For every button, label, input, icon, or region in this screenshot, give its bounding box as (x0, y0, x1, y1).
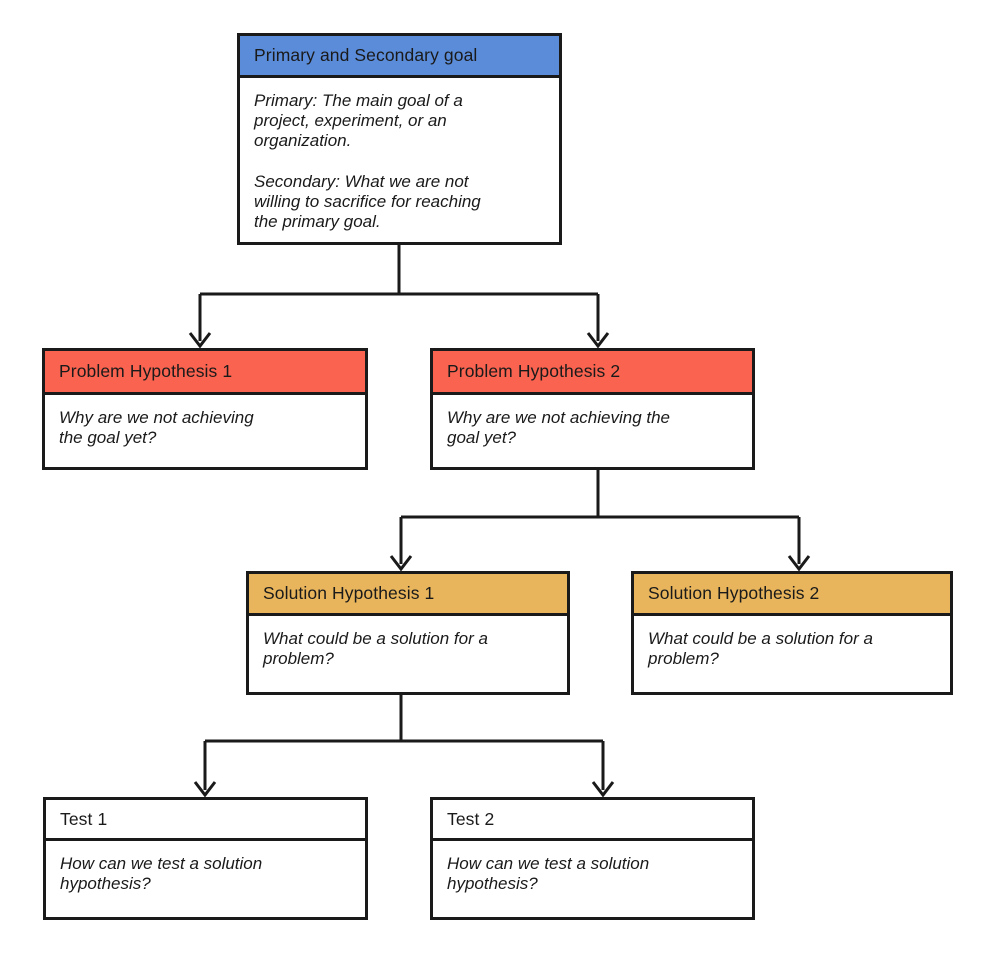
arrowhead-down-icon (591, 781, 615, 798)
node-body: What could be a solution for a problem? (263, 629, 488, 669)
node-title: Problem Hypothesis 1 (59, 361, 233, 381)
node-body: Why are we not achieving the goal yet? (447, 408, 671, 448)
arrowhead-down-icon (389, 555, 413, 572)
node-body: Primary: The main goal of a project, exp… (254, 91, 481, 232)
node-header: Problem Hypothesis 2 (433, 351, 752, 395)
node-test-1: Test 1 How can we test a solution hypoth… (43, 797, 368, 920)
arrowhead-down-icon (787, 555, 811, 572)
node-body: Why are we not achieving the goal yet? (59, 408, 254, 448)
node-primary-secondary-goal: Primary and Secondary goal Primary: The … (237, 33, 562, 245)
node-header: Test 1 (46, 800, 365, 841)
node-title: Test 2 (447, 808, 495, 829)
node-header: Problem Hypothesis 1 (45, 351, 365, 395)
node-header: Test 2 (433, 800, 752, 841)
node-title: Primary and Secondary goal (254, 45, 478, 65)
node-header: Solution Hypothesis 1 (249, 574, 567, 616)
connector-problem2-to-solutions (389, 470, 811, 572)
node-problem-hypothesis-2: Problem Hypothesis 2 Why are we not achi… (430, 348, 755, 470)
node-title: Solution Hypothesis 1 (263, 583, 435, 603)
node-solution-hypothesis-1: Solution Hypothesis 1 What could be a so… (246, 571, 570, 695)
node-title: Solution Hypothesis 2 (648, 583, 820, 603)
node-body: How can we test a solution hypothesis? (447, 854, 650, 894)
node-problem-hypothesis-1: Problem Hypothesis 1 Why are we not achi… (42, 348, 368, 470)
connector-solution1-to-tests (193, 695, 615, 798)
node-body: How can we test a solution hypothesis? (60, 854, 263, 894)
arrowhead-down-icon (193, 781, 217, 798)
node-header: Primary and Secondary goal (240, 36, 559, 78)
node-body: What could be a solution for a problem? (648, 629, 873, 669)
node-header: Solution Hypothesis 2 (634, 574, 950, 616)
arrowhead-down-icon (586, 332, 610, 349)
connector-goal-to-problems (188, 245, 610, 349)
node-title: Problem Hypothesis 2 (447, 361, 621, 381)
node-title: Test 1 (60, 808, 108, 829)
node-test-2: Test 2 How can we test a solution hypoth… (430, 797, 755, 920)
node-solution-hypothesis-2: Solution Hypothesis 2 What could be a so… (631, 571, 953, 695)
arrowhead-down-icon (188, 332, 212, 349)
